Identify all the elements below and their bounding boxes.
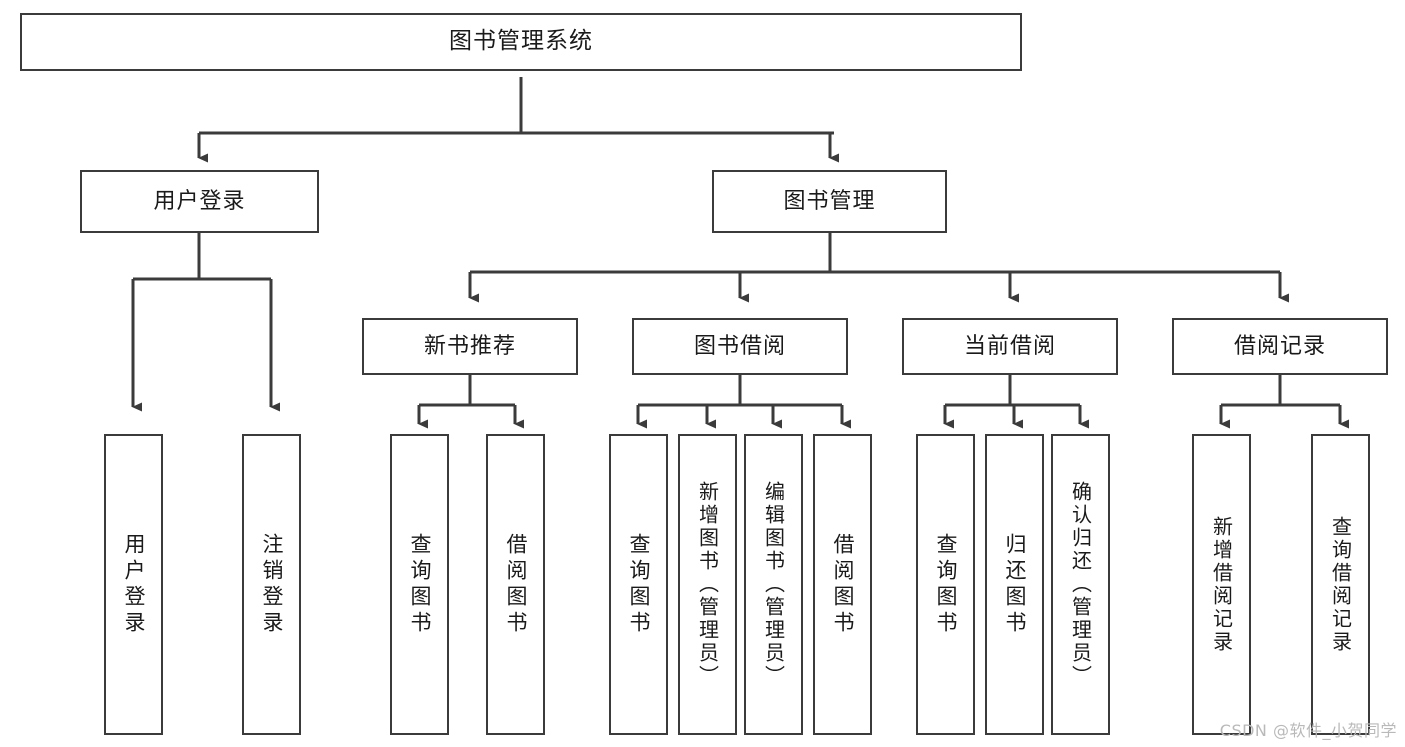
- node-leaf-edit-book-label: 编辑图书（管理员）: [761, 481, 786, 688]
- node-root[interactable]: 图书管理系统: [20, 13, 1022, 71]
- node-leaf-confirm-return-label: 确认归还（管理员）: [1068, 481, 1093, 688]
- node-leaf-query-book-1[interactable]: 查询图书: [390, 434, 449, 735]
- node-leaf-query-book-3[interactable]: 查询图书: [916, 434, 975, 735]
- node-borrow-record[interactable]: 借阅记录: [1172, 318, 1388, 375]
- node-book-borrow-label: 图书借阅: [693, 333, 786, 359]
- node-leaf-borrow-book-2-label: 借阅图书: [831, 532, 855, 637]
- node-leaf-user-login-label: 用户登录: [122, 532, 146, 637]
- node-new-book-rec[interactable]: 新书推荐: [362, 318, 578, 375]
- node-user-login[interactable]: 用户登录: [80, 170, 319, 233]
- node-leaf-query-book-2-label: 查询图书: [627, 532, 651, 637]
- node-leaf-confirm-return[interactable]: 确认归还（管理员）: [1051, 434, 1110, 735]
- node-leaf-query-book-3-label: 查询图书: [934, 532, 958, 637]
- node-book-manage[interactable]: 图书管理: [712, 170, 947, 233]
- node-leaf-query-record-label: 查询借阅记录: [1328, 515, 1353, 654]
- node-leaf-query-book-2[interactable]: 查询图书: [609, 434, 668, 735]
- node-leaf-logout-label: 注销登录: [260, 532, 284, 637]
- node-leaf-return-book[interactable]: 归还图书: [985, 434, 1044, 735]
- node-leaf-borrow-book-1-label: 借阅图书: [504, 532, 528, 637]
- node-leaf-query-book-1-label: 查询图书: [408, 532, 432, 637]
- node-root-label: 图书管理系统: [449, 28, 593, 55]
- node-leaf-return-book-label: 归还图书: [1003, 532, 1027, 637]
- csdn-watermark: CSDN @软件_小贺同学: [1219, 721, 1397, 740]
- node-leaf-user-login[interactable]: 用户登录: [104, 434, 163, 735]
- node-new-book-rec-label: 新书推荐: [423, 333, 516, 359]
- node-book-borrow[interactable]: 图书借阅: [632, 318, 848, 375]
- node-user-login-label: 用户登录: [153, 188, 246, 214]
- node-leaf-borrow-book-2[interactable]: 借阅图书: [813, 434, 872, 735]
- node-leaf-add-record-label: 新增借阅记录: [1209, 515, 1234, 654]
- node-leaf-borrow-book-1[interactable]: 借阅图书: [486, 434, 545, 735]
- node-current-borrow[interactable]: 当前借阅: [902, 318, 1118, 375]
- node-leaf-add-book-label: 新增图书（管理员）: [695, 481, 720, 688]
- node-borrow-record-label: 借阅记录: [1233, 333, 1326, 359]
- node-current-borrow-label: 当前借阅: [963, 333, 1056, 359]
- node-leaf-add-book[interactable]: 新增图书（管理员）: [678, 434, 737, 735]
- node-book-manage-label: 图书管理: [783, 188, 876, 214]
- node-leaf-add-record[interactable]: 新增借阅记录: [1192, 434, 1251, 735]
- node-leaf-query-record[interactable]: 查询借阅记录: [1311, 434, 1370, 735]
- node-leaf-edit-book[interactable]: 编辑图书（管理员）: [744, 434, 803, 735]
- node-leaf-logout[interactable]: 注销登录: [242, 434, 301, 735]
